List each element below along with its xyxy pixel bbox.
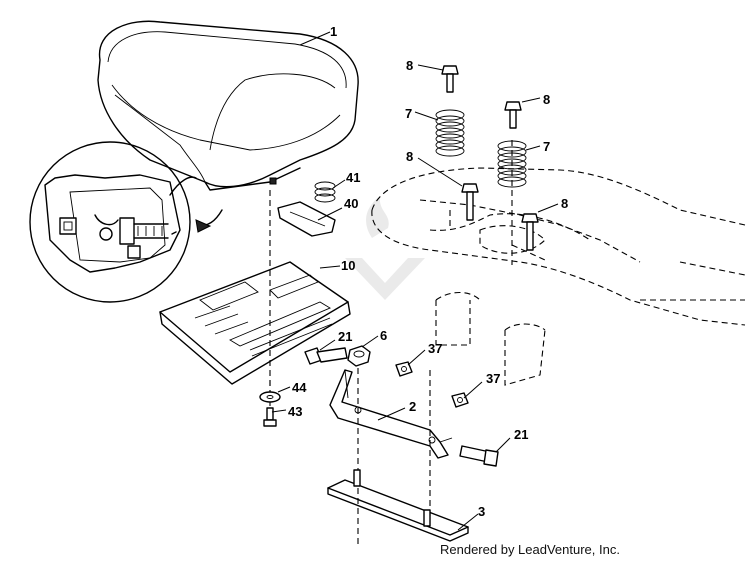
washer-44 bbox=[259, 391, 281, 403]
bolt-21-left bbox=[304, 347, 348, 365]
callout-8-c: 8 bbox=[406, 149, 413, 164]
callout-21-right: 21 bbox=[514, 427, 528, 442]
spring-7-right bbox=[497, 140, 527, 188]
callout-37-lower: 37 bbox=[486, 371, 500, 386]
callout-2: 2 bbox=[409, 399, 416, 414]
callout-41: 41 bbox=[346, 170, 360, 185]
callout-6: 6 bbox=[380, 328, 387, 343]
mower-frame bbox=[371, 167, 746, 386]
latch-40 bbox=[277, 201, 336, 237]
credit-text: Rendered by LeadVenture, Inc. bbox=[440, 542, 620, 557]
leader-lines bbox=[271, 31, 559, 531]
callout-3: 3 bbox=[478, 504, 485, 519]
bolt-8-a bbox=[441, 65, 459, 93]
plate-3 bbox=[327, 469, 469, 542]
callout-40: 40 bbox=[344, 196, 358, 211]
detail-view bbox=[29, 141, 197, 303]
callout-37-upper: 37 bbox=[428, 341, 442, 356]
arrow-icon bbox=[195, 209, 223, 233]
callout-8-b: 8 bbox=[543, 92, 550, 107]
watermark bbox=[345, 196, 425, 300]
callout-numbers: 1 8 8 7 7 8 8 41 40 10 21 6 37 37 2 44 4… bbox=[288, 24, 568, 519]
bolt-21-right bbox=[459, 445, 499, 467]
nut-37-upper bbox=[395, 361, 413, 377]
spring-7-left bbox=[435, 109, 465, 157]
callout-7-b: 7 bbox=[543, 139, 550, 154]
nut-37-lower bbox=[451, 392, 469, 408]
seat-pan-10 bbox=[159, 261, 351, 385]
callout-44: 44 bbox=[292, 380, 307, 395]
seat bbox=[97, 20, 359, 191]
callout-21-left: 21 bbox=[338, 329, 352, 344]
bolt-8-c bbox=[461, 183, 479, 221]
spring-41 bbox=[314, 181, 336, 203]
center-lines bbox=[269, 140, 546, 545]
callout-43: 43 bbox=[288, 404, 302, 419]
nut-6 bbox=[347, 345, 371, 367]
bolt-43 bbox=[263, 407, 277, 427]
callout-8-d: 8 bbox=[561, 196, 568, 211]
bolt-8-b bbox=[504, 101, 522, 129]
callout-10: 10 bbox=[341, 258, 355, 273]
callout-7-a: 7 bbox=[405, 106, 412, 121]
bolt-8-d bbox=[521, 213, 539, 251]
callout-8-a: 8 bbox=[406, 58, 413, 73]
callout-1: 1 bbox=[330, 24, 337, 39]
bracket-2 bbox=[329, 369, 453, 459]
